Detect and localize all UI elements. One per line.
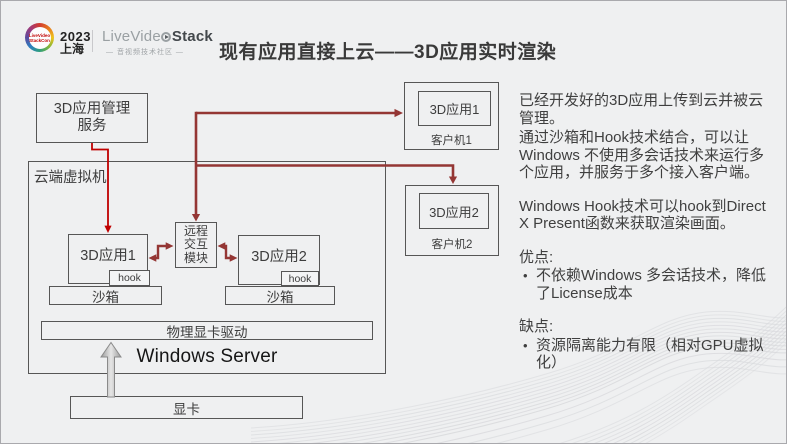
conference-year: 2023 bbox=[60, 29, 91, 44]
panel-para2: 通过沙箱和Hook技术结合，可以让Windows 不使用多会话技术来运行多个应用… bbox=[519, 129, 765, 181]
client2-label: 客户机2 bbox=[431, 239, 473, 251]
arrow-module-to-client1 bbox=[196, 108, 403, 118]
pros-item: 不依赖Windows 多会话技术，降低了License成本 bbox=[519, 267, 777, 302]
sandbox2-box: 沙箱 bbox=[225, 286, 335, 305]
pros-list: 不依赖Windows 多会话技术，降低了License成本 bbox=[519, 267, 777, 302]
logo-line1: LiveVideo bbox=[28, 32, 51, 38]
pros-title: 优点: bbox=[519, 248, 554, 266]
conference-logo-text: LiveVideo StackCon bbox=[28, 26, 51, 49]
conference-logo-icon: LiveVideo StackCon bbox=[25, 23, 54, 52]
brand-logo: LiveVide Stack bbox=[102, 29, 213, 45]
client2-app-box: 3D应用2 bbox=[419, 193, 489, 229]
panel-para1: 已经开发好的3D应用上传到云并被云管理。 bbox=[519, 92, 764, 127]
brand-pre: LiveVide bbox=[102, 28, 161, 45]
gpu-card-box: 显卡 bbox=[70, 396, 303, 419]
client2-box bbox=[405, 185, 499, 256]
page-title: 现有应用直接上云——3D应用实时渲染 bbox=[219, 42, 557, 63]
client1-label: 客户机1 bbox=[431, 135, 472, 147]
conference-year-city: 2023 上海 bbox=[60, 29, 91, 56]
cons-list: 资源隔离能力有限（相对GPU虚拟化） bbox=[519, 337, 777, 372]
panel-para3: Windows Hook技术可以hook到Direct X Present函数来… bbox=[519, 197, 766, 233]
client1-app-box: 3D应用1 bbox=[418, 91, 491, 126]
app1-box: 3D应用1 bbox=[68, 234, 148, 284]
explanation-panel: 已经开发好的3D应用上传到云并被云管理。 通过沙箱和Hook技术结合，可以让Wi… bbox=[519, 92, 777, 372]
remote-module-box: 远程 交互 模块 bbox=[175, 222, 217, 268]
windows-server-label: Windows Server bbox=[136, 346, 278, 367]
cloud-vm-box bbox=[28, 161, 386, 374]
gpu-driver-box: 物理显卡驱动 bbox=[41, 321, 373, 340]
mgmt-service-box: 3D应用管理 服务 bbox=[36, 93, 148, 143]
play-icon bbox=[161, 32, 172, 42]
sandbox1-box: 沙箱 bbox=[49, 286, 162, 305]
header-divider bbox=[92, 30, 93, 52]
conference-city: 上海 bbox=[60, 42, 85, 56]
hook1-box: hook bbox=[109, 270, 150, 286]
cons-title: 缺点: bbox=[519, 318, 554, 335]
logo-line2: StackCon bbox=[29, 37, 50, 43]
client1-box bbox=[404, 82, 499, 150]
brand-tagline: — 音视频技术社区 — bbox=[106, 49, 184, 56]
cons-item: 资源隔离能力有限（相对GPU虚拟化） bbox=[519, 337, 777, 372]
hook2-box: hook bbox=[281, 271, 319, 286]
brand-suffix: Stack bbox=[171, 28, 213, 45]
app2-box: 3D应用2 bbox=[238, 235, 320, 285]
cloud-vm-label: 云端虚拟机 bbox=[34, 170, 107, 186]
